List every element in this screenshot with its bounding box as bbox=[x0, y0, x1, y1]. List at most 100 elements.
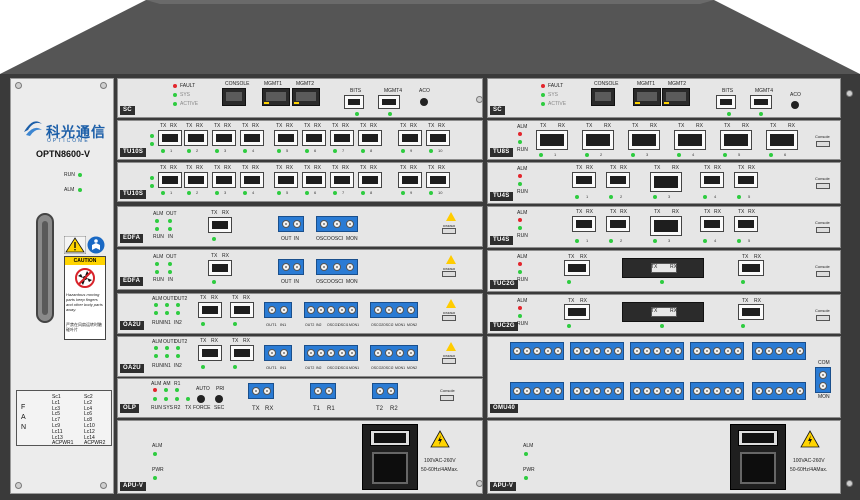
omu40-channel-port[interactable] bbox=[703, 347, 712, 355]
edfa-osco-port[interactable] bbox=[320, 263, 328, 271]
tu8s-sfp-port[interactable] bbox=[674, 130, 706, 150]
olp-force-button[interactable] bbox=[197, 395, 205, 403]
omu40-channel-port[interactable] bbox=[713, 347, 722, 355]
omu40-channel-port[interactable] bbox=[693, 347, 701, 355]
edfa-sfp-port[interactable] bbox=[208, 260, 232, 276]
omu40-channel-port[interactable] bbox=[643, 387, 652, 395]
tuc2g-sfp-port[interactable] bbox=[738, 304, 764, 320]
oa2u-group2-port[interactable] bbox=[307, 306, 315, 314]
oa2u-group2-port[interactable] bbox=[327, 349, 336, 357]
olp-port[interactable] bbox=[376, 387, 384, 395]
omu40-channel-port[interactable] bbox=[523, 387, 532, 395]
edfa-usb-port[interactable] bbox=[442, 228, 456, 234]
oa2u-in1-port[interactable] bbox=[280, 349, 288, 357]
omu40-channel-port[interactable] bbox=[775, 387, 784, 395]
omu40-channel-port[interactable] bbox=[653, 347, 662, 355]
omu40-channel-port[interactable] bbox=[533, 387, 542, 395]
tu10s-sfp-port[interactable] bbox=[158, 172, 182, 188]
tu4s-console-port[interactable] bbox=[816, 183, 830, 189]
oa2u-group3-port[interactable] bbox=[396, 306, 404, 314]
sc-bits-port[interactable] bbox=[344, 95, 364, 109]
edfa-out-port[interactable] bbox=[282, 263, 290, 271]
omu40-channel-port[interactable] bbox=[523, 347, 532, 355]
tu4s-sfp-port[interactable] bbox=[700, 172, 724, 188]
oa2u-group2-port[interactable] bbox=[307, 349, 315, 357]
edfa-osci-port[interactable] bbox=[333, 263, 341, 271]
edfa-sfp-port[interactable] bbox=[208, 217, 232, 233]
olp-port[interactable] bbox=[263, 387, 271, 395]
tu10s-sfp-port[interactable] bbox=[330, 130, 354, 146]
tu8s-sfp-port[interactable] bbox=[628, 130, 660, 150]
omu40-channel-port[interactable] bbox=[613, 347, 622, 355]
sc-mgmt4-port[interactable] bbox=[378, 95, 400, 109]
panel-handle[interactable] bbox=[36, 213, 54, 323]
omu40-channel-port[interactable] bbox=[593, 347, 602, 355]
oa2u-group2-port[interactable] bbox=[347, 306, 356, 314]
olp-port[interactable] bbox=[325, 387, 333, 395]
oa2u-group2-port[interactable] bbox=[327, 306, 336, 314]
tu4s-sfp-port[interactable] bbox=[606, 216, 630, 232]
omu40-channel-port[interactable] bbox=[553, 387, 562, 395]
sc-console-port-right[interactable] bbox=[591, 88, 615, 106]
tu4s-sfp-port[interactable] bbox=[572, 216, 596, 232]
omu40-channel-port[interactable] bbox=[513, 387, 521, 395]
omu40-channel-port[interactable] bbox=[643, 347, 652, 355]
omu40-channel-port[interactable] bbox=[673, 347, 682, 355]
tuc2g-sfp-port[interactable] bbox=[738, 260, 764, 276]
omu40-channel-port[interactable] bbox=[603, 347, 612, 355]
omu40-channel-port[interactable] bbox=[533, 347, 542, 355]
omu40-channel-port[interactable] bbox=[703, 387, 712, 395]
sc-mgmt1-port-right[interactable] bbox=[633, 88, 661, 106]
omu40-channel-port[interactable] bbox=[693, 387, 701, 395]
oa2u-group2-port[interactable] bbox=[337, 349, 346, 357]
oa2u-out1-port[interactable] bbox=[268, 306, 276, 314]
oa2u-group3-port[interactable] bbox=[407, 349, 415, 357]
sc-mgmt2-port-right[interactable] bbox=[662, 88, 690, 106]
omu40-channel-port[interactable] bbox=[733, 347, 742, 355]
oa2u-sfp-port[interactable] bbox=[198, 302, 222, 318]
tu10s-sfp-port[interactable] bbox=[426, 130, 450, 146]
tuc2g-cfp-cage[interactable] bbox=[622, 302, 704, 322]
omu40-channel-port[interactable] bbox=[583, 347, 592, 355]
oa2u-in1-port[interactable] bbox=[280, 306, 288, 314]
oa2u-usb-port[interactable] bbox=[442, 315, 456, 321]
oa2u-out1-port[interactable] bbox=[268, 349, 276, 357]
tu4s-sfp-port[interactable] bbox=[650, 216, 682, 236]
omu-mon-port[interactable] bbox=[819, 382, 827, 390]
tu4s-sfp-port[interactable] bbox=[734, 172, 758, 188]
power-switch-left[interactable] bbox=[370, 430, 410, 446]
omu40-channel-port[interactable] bbox=[663, 387, 672, 395]
omu-com-port[interactable] bbox=[819, 371, 827, 379]
olp-port[interactable] bbox=[314, 387, 322, 395]
edfa-mon-port[interactable] bbox=[346, 263, 354, 271]
omu40-channel-port[interactable] bbox=[765, 347, 774, 355]
tu10s-sfp-port[interactable] bbox=[398, 172, 422, 188]
edfa-in-port[interactable] bbox=[293, 263, 301, 271]
omu40-channel-port[interactable] bbox=[543, 347, 552, 355]
tu10s-sfp-port[interactable] bbox=[184, 130, 208, 146]
edfa-mon-port[interactable] bbox=[346, 220, 354, 228]
omu40-channel-port[interactable] bbox=[795, 347, 804, 355]
olp-port[interactable] bbox=[252, 387, 260, 395]
oa2u-group3-port[interactable] bbox=[396, 349, 404, 357]
oa2u-sfp-port[interactable] bbox=[198, 345, 222, 361]
oa2u-group2-port[interactable] bbox=[337, 306, 346, 314]
omu40-channel-port[interactable] bbox=[755, 387, 763, 395]
power-switch-right[interactable] bbox=[738, 430, 778, 446]
sc-mgmt2-port[interactable] bbox=[292, 88, 320, 106]
tu10s-sfp-port[interactable] bbox=[398, 130, 422, 146]
oa2u-group3-port[interactable] bbox=[385, 306, 393, 314]
tuc2g-sfp-port[interactable] bbox=[564, 260, 590, 276]
tu4s-sfp-port[interactable] bbox=[700, 216, 724, 232]
tu10s-sfp-port[interactable] bbox=[158, 130, 182, 146]
power-socket-right[interactable] bbox=[740, 452, 776, 484]
tu4s-sfp-port[interactable] bbox=[572, 172, 596, 188]
tu10s-sfp-port[interactable] bbox=[184, 172, 208, 188]
sc-mgmt1-port[interactable] bbox=[262, 88, 290, 106]
tuc2g-console-port[interactable] bbox=[816, 271, 830, 277]
olp-pri-sec-button[interactable] bbox=[215, 395, 223, 403]
oa2u-group3-port[interactable] bbox=[374, 306, 382, 314]
tu8s-sfp-port[interactable] bbox=[536, 130, 568, 150]
omu40-channel-port[interactable] bbox=[765, 387, 774, 395]
oa2u-group3-port[interactable] bbox=[385, 349, 393, 357]
